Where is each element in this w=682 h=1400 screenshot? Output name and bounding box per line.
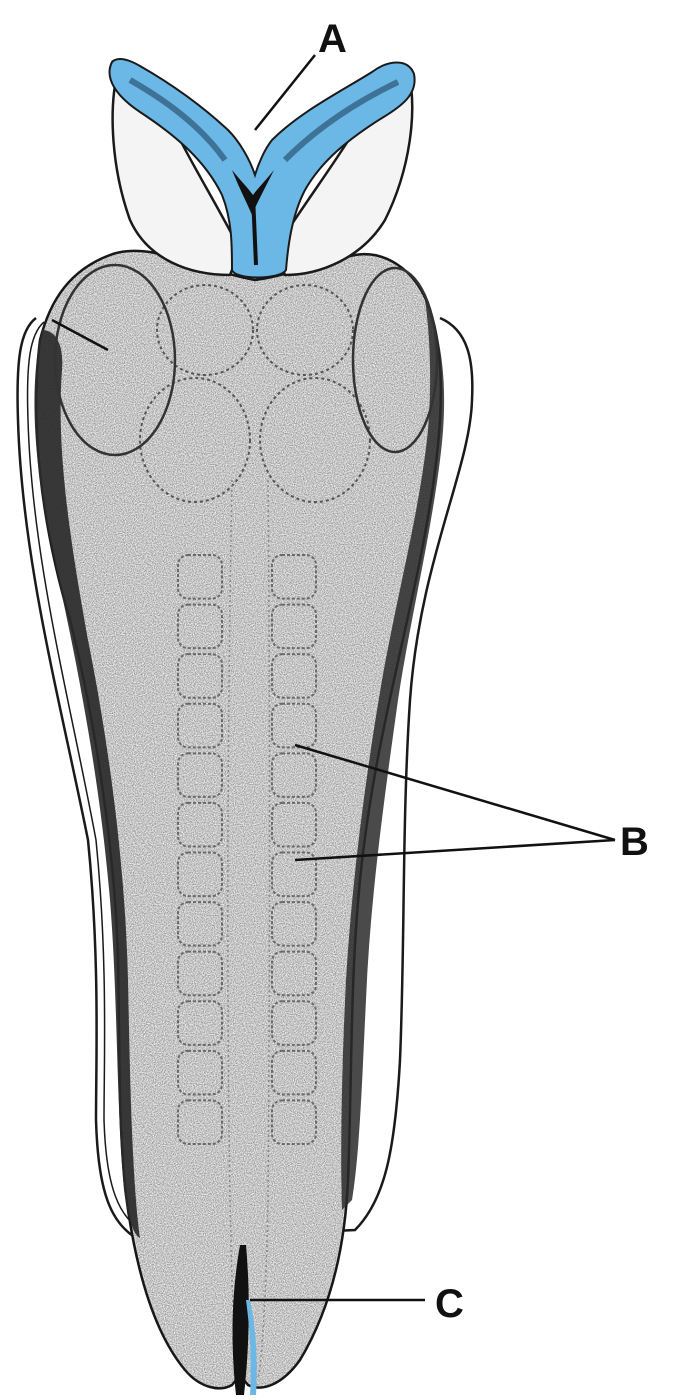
label-b: B xyxy=(620,820,649,864)
label-a: A xyxy=(318,17,347,61)
label-c: C xyxy=(435,1282,464,1326)
